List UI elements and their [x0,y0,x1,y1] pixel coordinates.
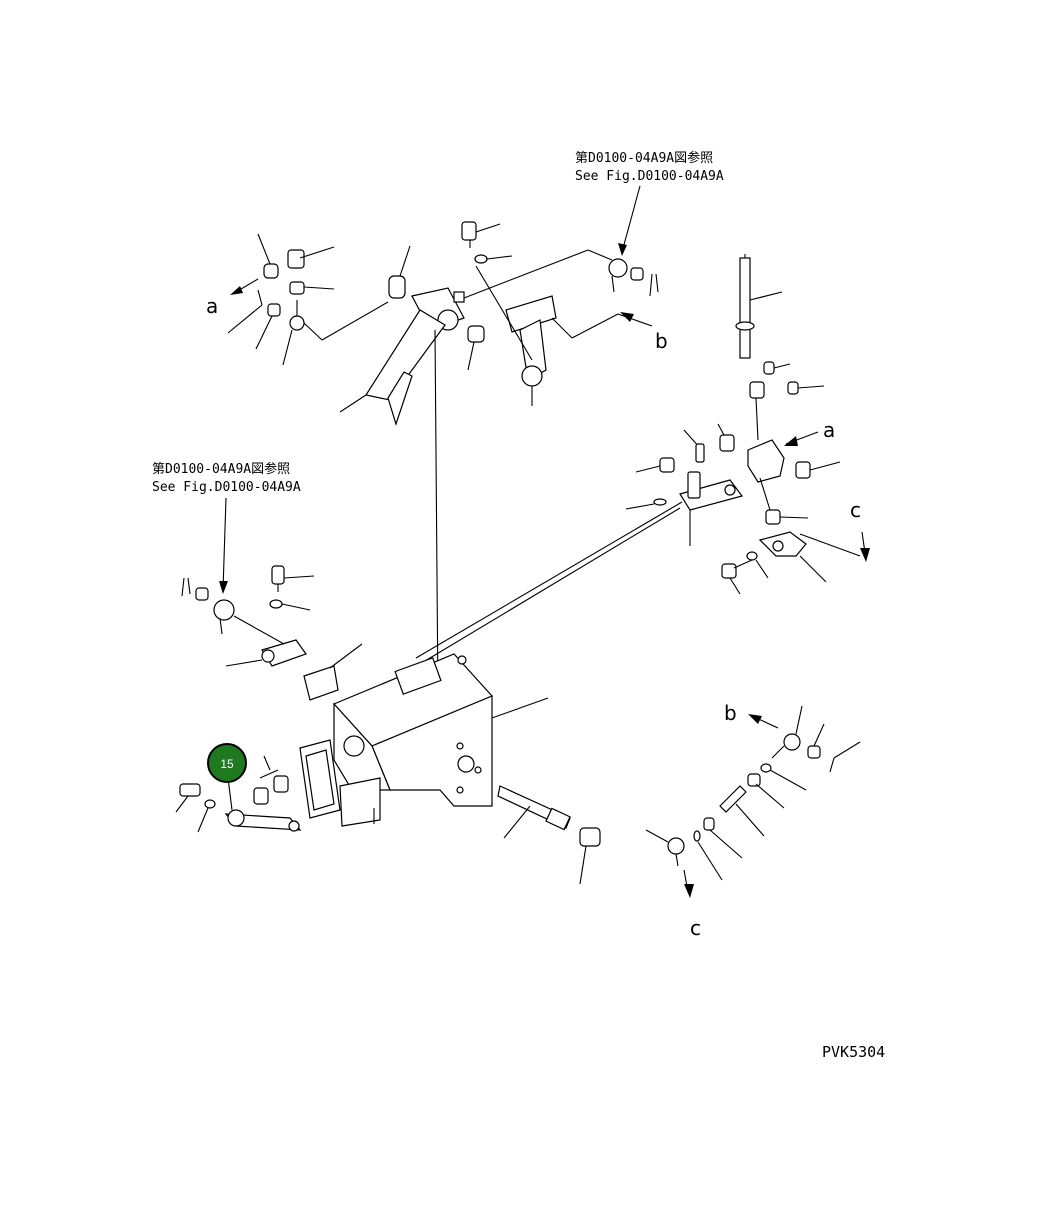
item-badge-15[interactable]: 15 [207,743,247,783]
top-left-linkage: a [206,233,389,366]
bottom-right-rod: b c [645,701,861,940]
ref-top-arrow [618,185,641,256]
bottom-left-pedal-arm [175,755,302,833]
callout-b-top: b [655,329,668,353]
ref-left-jp: 第D0100-04A9A図参照 [152,461,290,477]
item-badge-label: 15 [220,757,234,771]
callout-c-bottom: c [690,916,701,940]
center-top-parts [461,221,557,406]
ref-top-en: See Fig.D0100-04A9A [575,169,724,184]
pedal-bracket-box [299,653,549,827]
ref-top-jp: 第D0100-04A9A図参照 [575,150,713,166]
figure-code: PVK5304 [822,1043,885,1061]
callout-a-top: a [206,294,218,318]
top-right-clevis: b [551,258,668,353]
callout-b-bottom: b [724,701,737,725]
callout-a-right: a [823,418,835,442]
ref-left-en: See Fig.D0100-04A9A [152,480,301,495]
vertical-rod [434,329,439,701]
right-cross-shaft: a c [415,254,870,665]
callout-c-right: c [850,498,861,522]
left-mid-linkage [181,565,363,701]
brake-lever [339,245,613,426]
bottom-shaft [497,785,601,885]
ref-left-arrow [219,497,228,594]
